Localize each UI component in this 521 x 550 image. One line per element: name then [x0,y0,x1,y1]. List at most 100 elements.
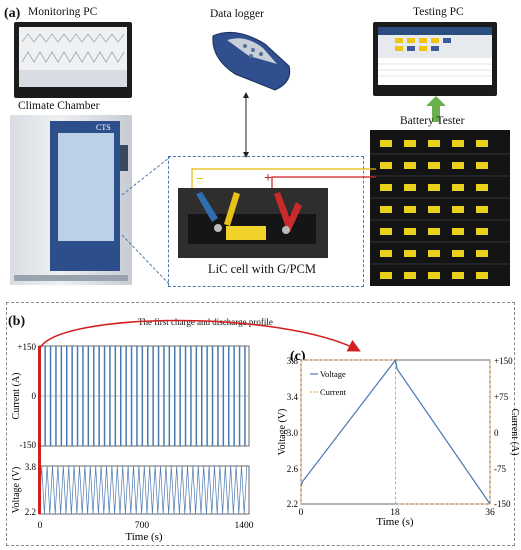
lic-cell-drawing [178,188,328,258]
current-cycle-bar [190,346,192,446]
current-tick-label: +75 [494,392,509,402]
panel-bc-frame [6,302,515,546]
panel-c-x-axis-label: Time (s) [376,516,414,528]
current-cycle-bar [174,346,176,446]
current-cycle-bar [201,346,203,446]
data-logger-arrow [243,92,249,158]
voltage-series-line [300,358,491,505]
voltage-axis-label: Voltage (V) [11,467,22,514]
current-cycle-bar [211,346,214,446]
voltage-tick-label: 3.0 [287,428,299,438]
profile-annotation: The first charge and discharge profile [138,317,273,327]
current-cycle-bar [109,346,111,446]
climate-chamber-drawing: CTS [14,121,128,281]
voltage-tick-label: 2.2 [25,507,36,517]
current-cycle-bar [87,346,90,446]
current-cycle-bar [195,346,198,446]
current-cycle-bar [184,346,187,446]
panel-b-x-axis-label: Time (s) [125,531,163,543]
panel-a-letter: (a) [4,6,21,21]
current-cycle-bar [163,346,165,446]
green-up-arrow [426,96,446,122]
current-tick-label: 0 [494,428,499,438]
current-cycle-bar [238,346,241,446]
current-cycle-bar [49,346,52,446]
current-cycle-bar [76,346,79,446]
current-series-line [300,359,491,505]
chamber-zoom-lines [121,156,171,286]
current-cycle-bar [44,346,46,446]
current-tick-label: -150 [494,499,511,509]
panel-b-chart: +150 0 -150 3.8 2.2 Current (A) Voltage … [11,319,361,543]
voltage-tick-label: 3.8 [25,462,37,472]
current-tick-label: 0 [32,391,37,401]
chamber-brand-text: CTS [96,123,111,132]
current-cycle-bar [179,346,181,446]
voltage-tick-label: 3.8 [287,356,299,366]
panel-c-time-tick: 0 [299,508,304,518]
data-logger-image [212,31,291,91]
first-cycle-highlight [38,346,41,514]
panel-c-time-tick: 36 [485,508,495,518]
current-tick-label: +150 [17,342,36,352]
monitoring-pc-label: Monitoring PC [28,6,98,18]
current-cycle-bar [103,346,106,446]
current-cycle-bar [152,346,154,446]
current-cycle-bar [206,346,208,446]
lic-cell-image [178,188,328,258]
current-cycle-bar [168,346,171,446]
current-cycle-bar [114,346,117,446]
climate-chamber-label: Climate Chamber [18,100,100,112]
panel-b-letter: (b) [8,314,26,329]
current-cycle-bar [233,346,235,446]
current-cycle-bar [66,346,68,446]
voltage-tick-label: 2.2 [287,499,298,509]
battery-tester-drawing [370,140,510,279]
negative-terminal-sign: − [196,172,204,187]
current-cycle-bar [82,346,84,446]
current-cycle-bar [157,346,160,446]
current-cycle-bar [98,346,100,446]
time-tick-label: 700 [135,521,150,531]
time-tick-label: 0 [38,521,43,531]
time-tick-label: 1400 [235,521,254,531]
panel-c-left-axis-label: Voltage (V) [277,409,288,456]
testing-pc-label: Testing PC [413,6,464,18]
current-cycle-bar [217,346,219,446]
battery-tester-label: Battery Tester [400,115,465,127]
panel-c-time-tick: 18 [390,508,400,518]
current-cycle-bar [130,346,133,446]
current-tick-label: -150 [20,440,37,450]
current-tick-label: +150 [494,356,513,366]
voltage-tick-label: 3.4 [287,392,299,402]
current-cycle-bar [141,346,144,446]
current-cycle-bar [222,346,225,446]
cell-dashed-box [168,156,364,287]
panel-c-chart: (c) Voltage Current 3.8 3.4 3.0 2.6 2.2 … [277,349,520,528]
current-cycle-bar [136,346,138,446]
cell-label: LiC cell with G/PCM [208,262,316,276]
voltage-wave-line [38,465,248,515]
monitoring-pc-image [14,22,132,98]
current-cycle-bar [244,346,246,446]
charts-svg: +150 0 -150 3.8 2.2 Current (A) Voltage … [11,319,520,543]
current-cycle-bar [71,346,73,446]
current-cycle-bar [60,346,63,446]
current-cycle-bar [228,346,230,446]
current-cycle-bar [120,346,122,446]
legend-voltage-label: Voltage [320,369,346,379]
voltage-wave-series [38,465,248,515]
testing-pc-image [373,22,497,96]
current-tick-label: -75 [494,464,506,474]
wires-to-tester [191,168,376,189]
panel-c-right-axis-label: Current (A) [509,409,520,456]
legend-current-label: Current [320,387,347,397]
current-cycle-bar [93,346,95,446]
voltage-tick-label: 2.6 [287,464,299,474]
current-cycle-bar [147,346,149,446]
monitoring-pc-screen [19,27,127,87]
testing-pc-screen [378,27,492,85]
current-cycle-bar [125,346,127,446]
current-axis-label: Current (A) [11,373,22,420]
data-logger-label: Data logger [210,8,264,20]
